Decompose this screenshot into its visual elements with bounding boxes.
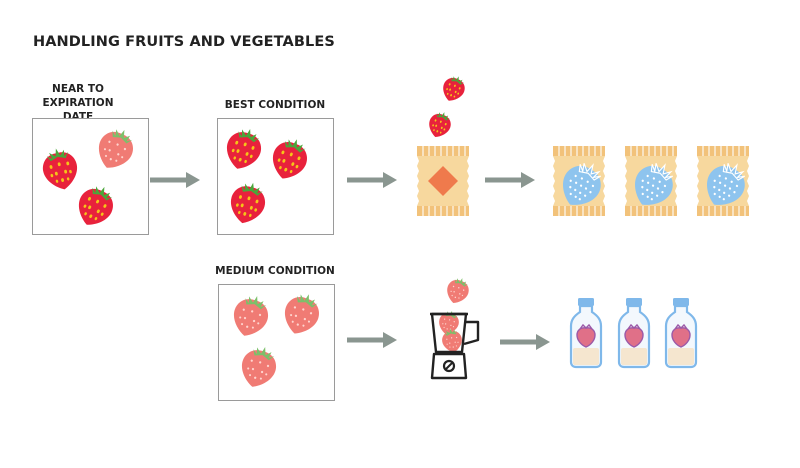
- snack-package-icon: [416, 145, 470, 217]
- arrow-right-icon: [150, 172, 200, 188]
- strawberry-icon: [425, 108, 455, 141]
- label-best-condition: BEST CONDITION: [224, 99, 326, 111]
- milk-bottle-icon: [617, 296, 651, 369]
- milk-bottle-icon: [569, 296, 603, 369]
- strawberry-icon: [225, 178, 270, 228]
- strawberry-icon: [227, 290, 274, 342]
- arrow-right-icon: [500, 334, 550, 350]
- snack-package-icon: [624, 145, 682, 217]
- strawberry-icon: [278, 288, 325, 340]
- strawberry-icon: [438, 72, 469, 105]
- arrow-right-icon: [485, 172, 535, 188]
- arrow-right-icon: [347, 172, 397, 188]
- snack-package-icon: [552, 145, 610, 217]
- snack-package-icon: [696, 145, 754, 217]
- strawberry-icon: [39, 144, 82, 193]
- strawberry-icon: [91, 122, 140, 176]
- strawberry-icon: [266, 133, 313, 185]
- strawberry-icon: [71, 179, 120, 233]
- blender-icon: [430, 274, 480, 380]
- milk-bottle-icon: [664, 296, 698, 369]
- label-medium-condition: MEDIUM CONDITION: [215, 265, 335, 277]
- arrow-right-icon: [347, 332, 397, 348]
- strawberry-icon: [220, 123, 267, 175]
- strawberry-icon: [235, 341, 282, 393]
- medium-condition-box: [218, 284, 335, 401]
- diagram-title: HANDLING FRUITS AND VEGETABLES: [33, 34, 335, 50]
- label-near-expiration-line1: NEAR TO: [52, 83, 104, 95]
